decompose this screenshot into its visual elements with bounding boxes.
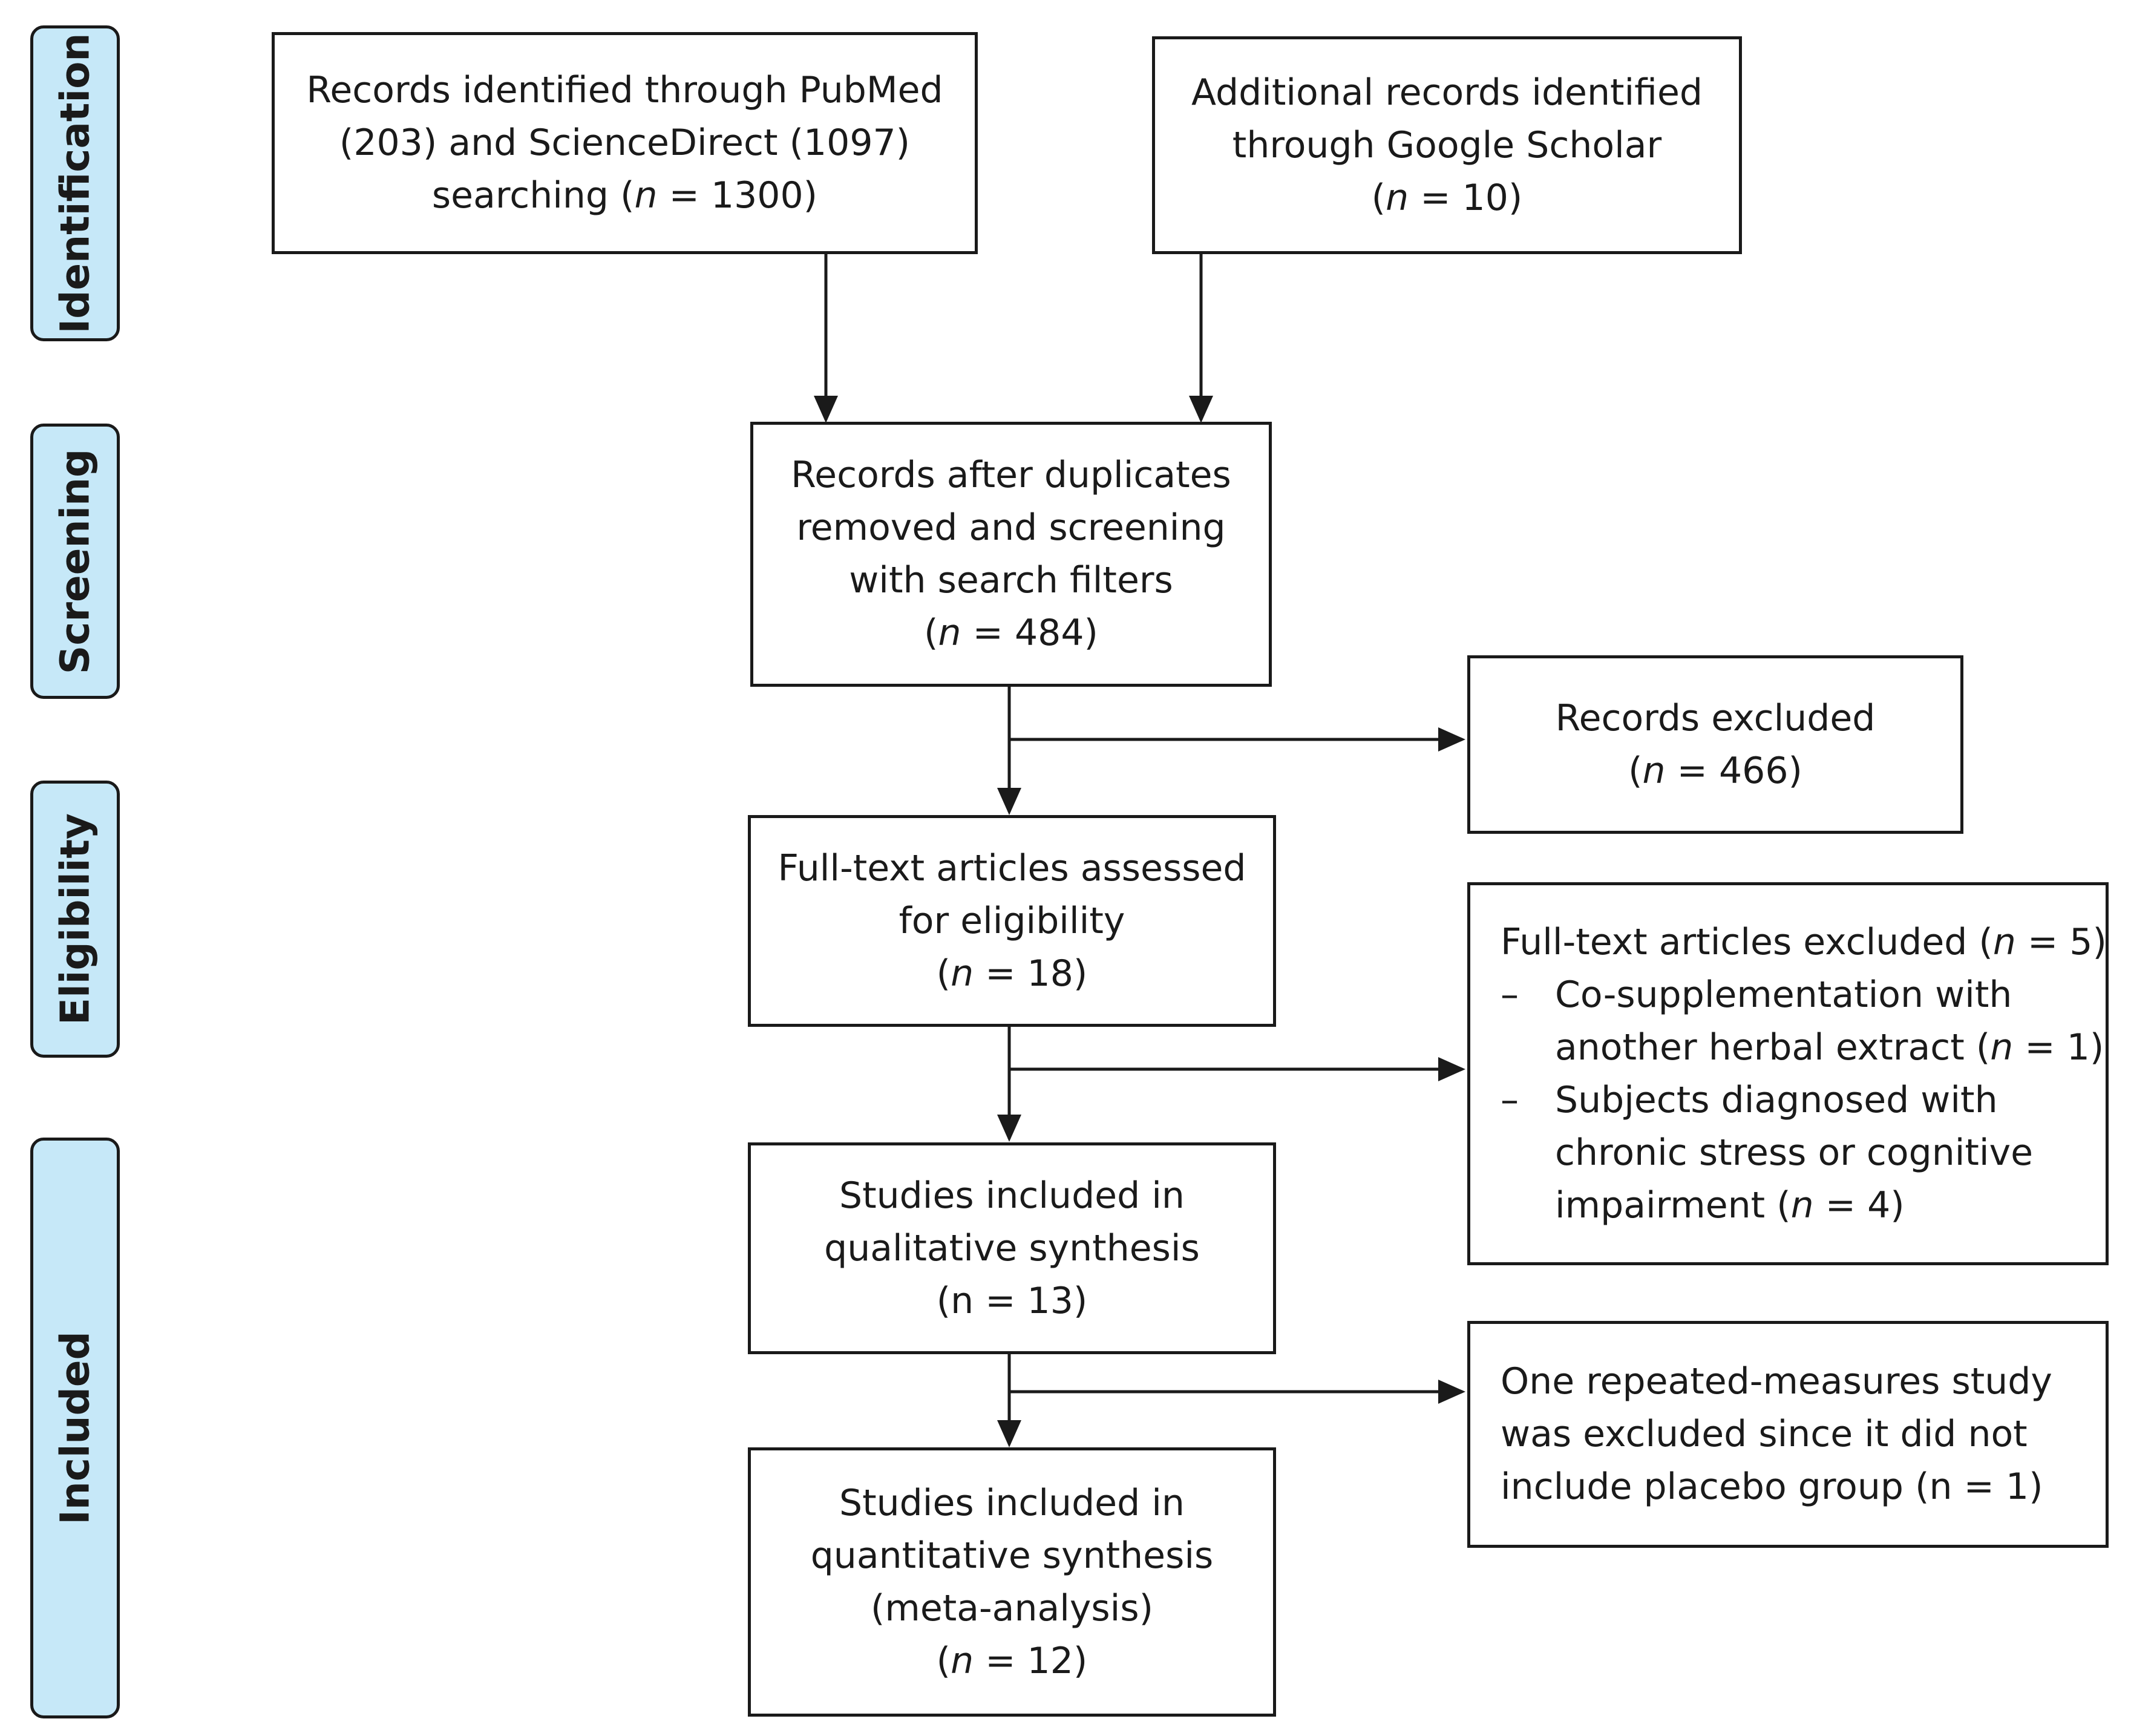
item1-text: Co-supplementation with another herbal e…: [1555, 973, 2104, 1069]
box-qualitative-synthesis: Studies included in qualitative synthesi…: [748, 1142, 1276, 1354]
box-quantitative-synthesis: Studies included in quantitative synthes…: [748, 1447, 1276, 1717]
box-records-after-duplicates: Records after duplicates removed and scr…: [750, 422, 1272, 687]
phase-eligibility: Eligibility: [30, 781, 120, 1058]
quantitative-line2: quantitative synthesis: [810, 1534, 1214, 1577]
additional-records-line1: Additional records identified: [1191, 71, 1703, 114]
bullet-dash: –: [1501, 1078, 1519, 1121]
box-fulltext-assessed: Full-text articles assessed for eligibil…: [748, 815, 1276, 1027]
quantitative-line3: (meta-analysis): [870, 1587, 1154, 1630]
records-excluded-line1: Records excluded: [1555, 696, 1876, 739]
item2-text: Subjects diagnosed with chronic stress o…: [1555, 1078, 2034, 1227]
fulltext-assessed-line1: Full-text articles assessed: [777, 847, 1246, 889]
box-additional-records: Additional records identified through Go…: [1152, 36, 1742, 254]
repeated-line1: One repeated-measures study: [1501, 1360, 2052, 1403]
qualitative-count: (n = 13): [936, 1279, 1088, 1322]
box-repeated-measures-excluded: One repeated-measures study was excluded…: [1467, 1321, 2109, 1548]
records-identified-line1: Records identified through PubMed: [306, 69, 943, 111]
fulltext-excluded-item1: – Co-supplementation with another herbal…: [1501, 969, 2104, 1074]
records-excluded-count: (n = 466): [1628, 749, 1802, 792]
qualitative-line1: Studies included in: [839, 1174, 1185, 1217]
records-after-duplicates-line1: Records after duplicates: [791, 454, 1231, 496]
repeated-line3: include placebo group (n = 1): [1501, 1466, 2043, 1508]
fulltext-assessed-line2: for eligibility: [899, 899, 1125, 942]
quantitative-count: (n = 12): [936, 1639, 1088, 1682]
fulltext-excluded-header: Full-text articles excluded (n = 5): [1501, 920, 2107, 963]
additional-records-count: (n = 10): [1371, 176, 1523, 219]
box-records-identified: Records identified through PubMed (203) …: [272, 32, 978, 254]
phase-screening: Screening: [30, 424, 120, 699]
box-records-excluded: Records excluded (n = 466): [1467, 655, 1963, 834]
qualitative-line2: qualitative synthesis: [824, 1227, 1200, 1269]
records-identified-line3: searching (n = 1300): [431, 174, 818, 217]
phase-included: Included: [30, 1138, 120, 1718]
box-fulltext-excluded: Full-text articles excluded (n = 5) – Co…: [1467, 882, 2109, 1265]
additional-records-line2: through Google Scholar: [1232, 123, 1662, 166]
repeated-line2: was excluded since it did not: [1501, 1413, 2028, 1455]
records-after-duplicates-line3: with search filters: [849, 559, 1173, 601]
phase-identification: Identification: [30, 25, 120, 341]
records-after-duplicates-line2: removed and screening: [796, 506, 1226, 549]
fulltext-assessed-count: (n = 18): [936, 952, 1088, 995]
quantitative-line1: Studies included in: [839, 1481, 1185, 1524]
records-identified-line2: (203) and ScienceDirect (1097): [339, 122, 911, 164]
bullet-dash: –: [1501, 973, 1519, 1016]
records-after-duplicates-count: (n = 484): [924, 612, 1098, 654]
fulltext-excluded-item2: – Subjects diagnosed with chronic stress…: [1501, 1074, 2033, 1232]
